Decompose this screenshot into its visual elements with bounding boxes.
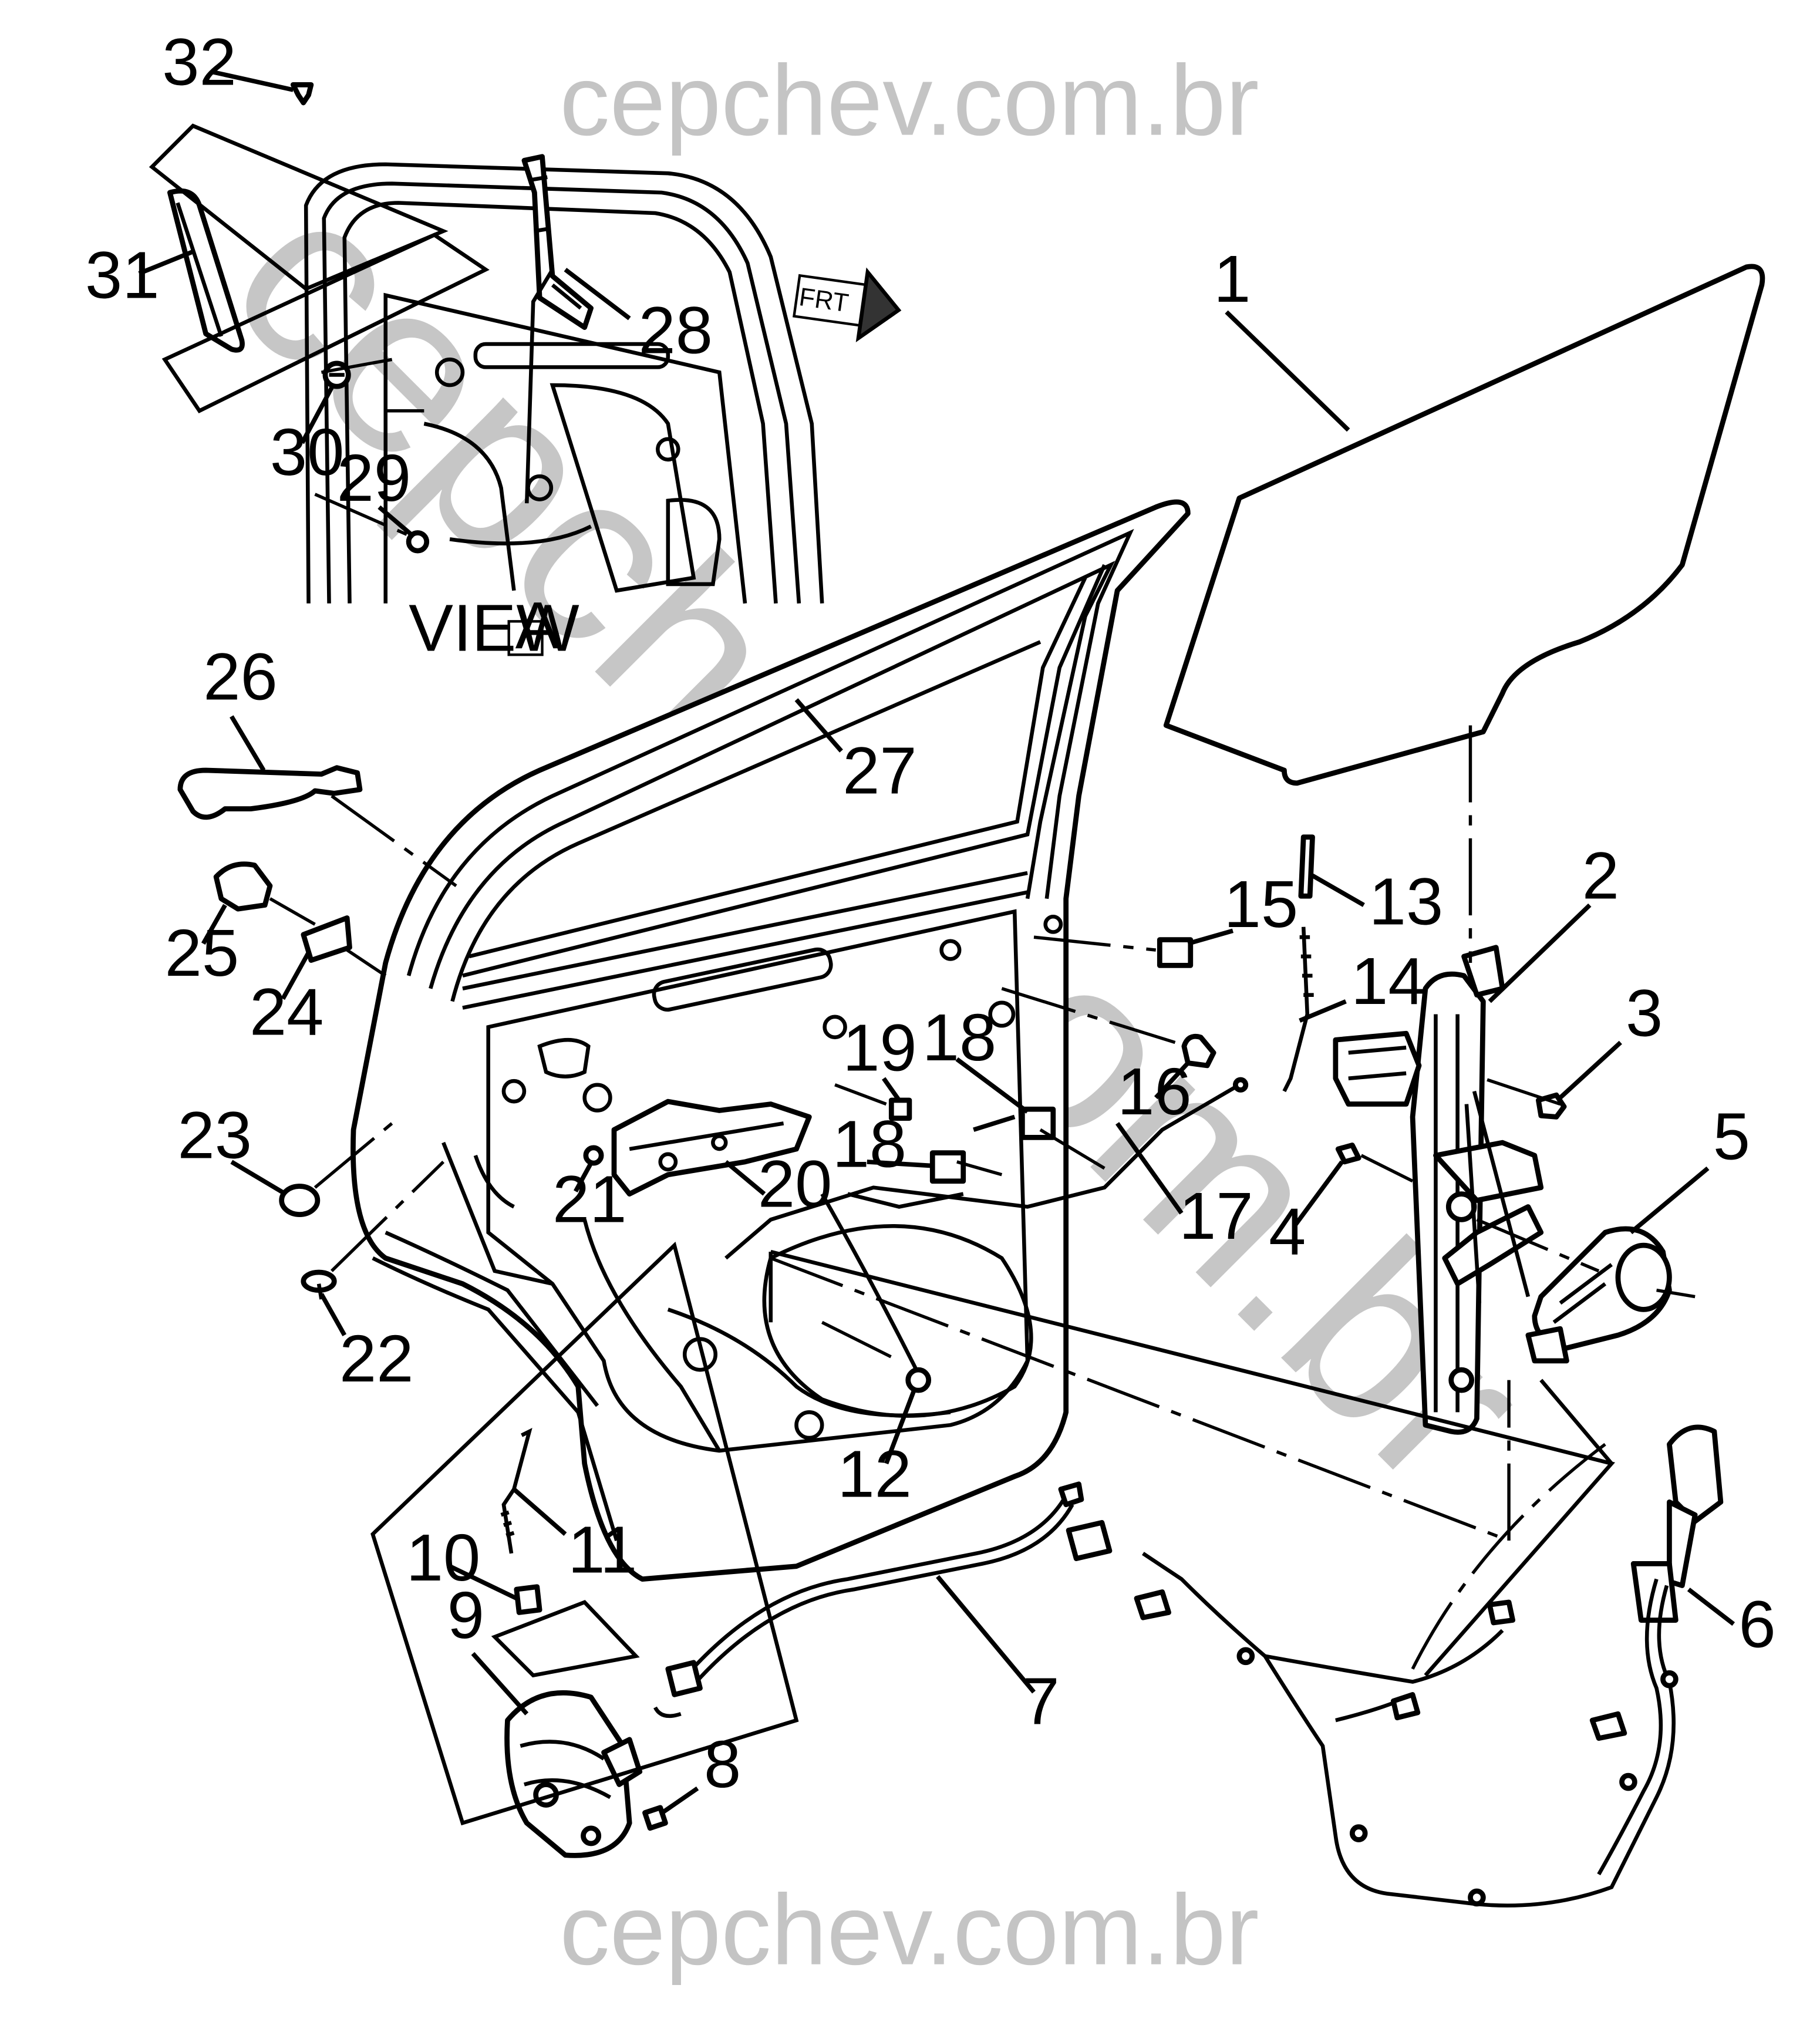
- nut-12-part: [905, 1367, 932, 1393]
- inset-box-screw: [149, 123, 449, 291]
- callout-30: 30: [270, 415, 344, 490]
- callout-13: 13: [1369, 864, 1443, 939]
- callout-29: 29: [337, 441, 411, 515]
- front-direction-text: FRT: [797, 282, 850, 318]
- view-label-text: VIEW: [409, 591, 579, 666]
- callout-12: 12: [837, 1437, 911, 1512]
- window-regulator-part: [1333, 945, 1544, 1435]
- callout-27: 27: [842, 733, 916, 808]
- callout-8: 8: [704, 1727, 741, 1802]
- clip-19-part: [888, 1097, 912, 1121]
- callout-26: 26: [203, 640, 277, 715]
- callout-20: 20: [758, 1147, 832, 1221]
- watermark-top: cepchev.com.br: [560, 45, 1259, 157]
- callout-6: 6: [1738, 1587, 1775, 1662]
- regulator-motor-part: [1525, 1226, 1672, 1364]
- lock-rod-14-part: [1282, 926, 1314, 1093]
- screw-32-part: [290, 82, 314, 106]
- lock-cylinder-cap-part: [213, 861, 273, 912]
- view-a-label: VIEW A: [409, 588, 579, 665]
- callout-1: 1: [1214, 242, 1251, 316]
- callout-16: 16: [1117, 1054, 1191, 1129]
- callout-21: 21: [552, 1162, 626, 1237]
- inside-handle-bracket-part: [611, 1098, 812, 1197]
- callout-15: 15: [1224, 867, 1298, 942]
- callout-14: 14: [1351, 944, 1425, 1019]
- main-inset-frames: [370, 268, 1616, 1826]
- callout-9: 9: [447, 1578, 484, 1653]
- callout-labels: 1 2 3 4 5 6 7 8 9 10 11 12 13 14 15 16 1…: [85, 25, 1776, 1802]
- callout-32: 32: [162, 25, 236, 99]
- window-channel-part: [521, 154, 594, 330]
- callout-19: 19: [842, 1011, 916, 1086]
- door-wiring-harness: [1066, 1424, 1724, 1908]
- handle-rod-17-part: [724, 1077, 1249, 1260]
- inset-box-applique: [161, 232, 490, 413]
- callout-5: 5: [1713, 1100, 1750, 1174]
- door-glass: [1163, 264, 1765, 786]
- callout-25: 25: [165, 916, 239, 990]
- callout-24: 24: [250, 975, 323, 1049]
- rod-sleeve-13-part: [1298, 834, 1315, 899]
- callout-23: 23: [178, 1098, 252, 1172]
- nut-21-part: [583, 1145, 604, 1166]
- rod-clip-16-part: [1181, 1033, 1216, 1069]
- pad-15-part: [1157, 937, 1194, 968]
- callout-2: 2: [1582, 839, 1619, 914]
- outside-handle-part: [177, 765, 363, 820]
- callout-4: 4: [1269, 1194, 1306, 1269]
- callout-22: 22: [339, 1322, 413, 1396]
- leader-lines: [138, 69, 1735, 1816]
- callout-11: 11: [568, 1513, 637, 1588]
- callout-28: 28: [639, 293, 713, 368]
- lock-cable-part: [653, 1481, 1084, 1718]
- callout-10: 10: [406, 1521, 480, 1595]
- callout-17: 17: [1179, 1179, 1253, 1253]
- applique-part: [167, 188, 245, 353]
- callout-31: 31: [85, 238, 159, 312]
- view-label-letter: A: [515, 588, 560, 663]
- bolt-4-part: [1335, 1143, 1361, 1165]
- callout-7: 7: [1022, 1664, 1059, 1739]
- push-pin-part: [301, 1269, 337, 1300]
- hole-plug-part: [279, 1184, 321, 1217]
- front-direction-indicator: FRT: [792, 267, 902, 342]
- callout-18a: 18: [922, 1000, 996, 1075]
- callout-3: 3: [1626, 976, 1663, 1051]
- front-door-shell: [350, 499, 1191, 1582]
- rod-clip-10-part: [514, 1584, 542, 1615]
- watermark-bottom: cepchev.com.br: [560, 1875, 1259, 1986]
- view-a-inset: [149, 82, 824, 604]
- assembly-lines: [269, 358, 1696, 1670]
- door-latch-part: [504, 1690, 643, 1858]
- pad-18b-part: [929, 1150, 966, 1184]
- callout-18b: 18: [833, 1107, 906, 1182]
- handle-gasket-part: [301, 915, 352, 963]
